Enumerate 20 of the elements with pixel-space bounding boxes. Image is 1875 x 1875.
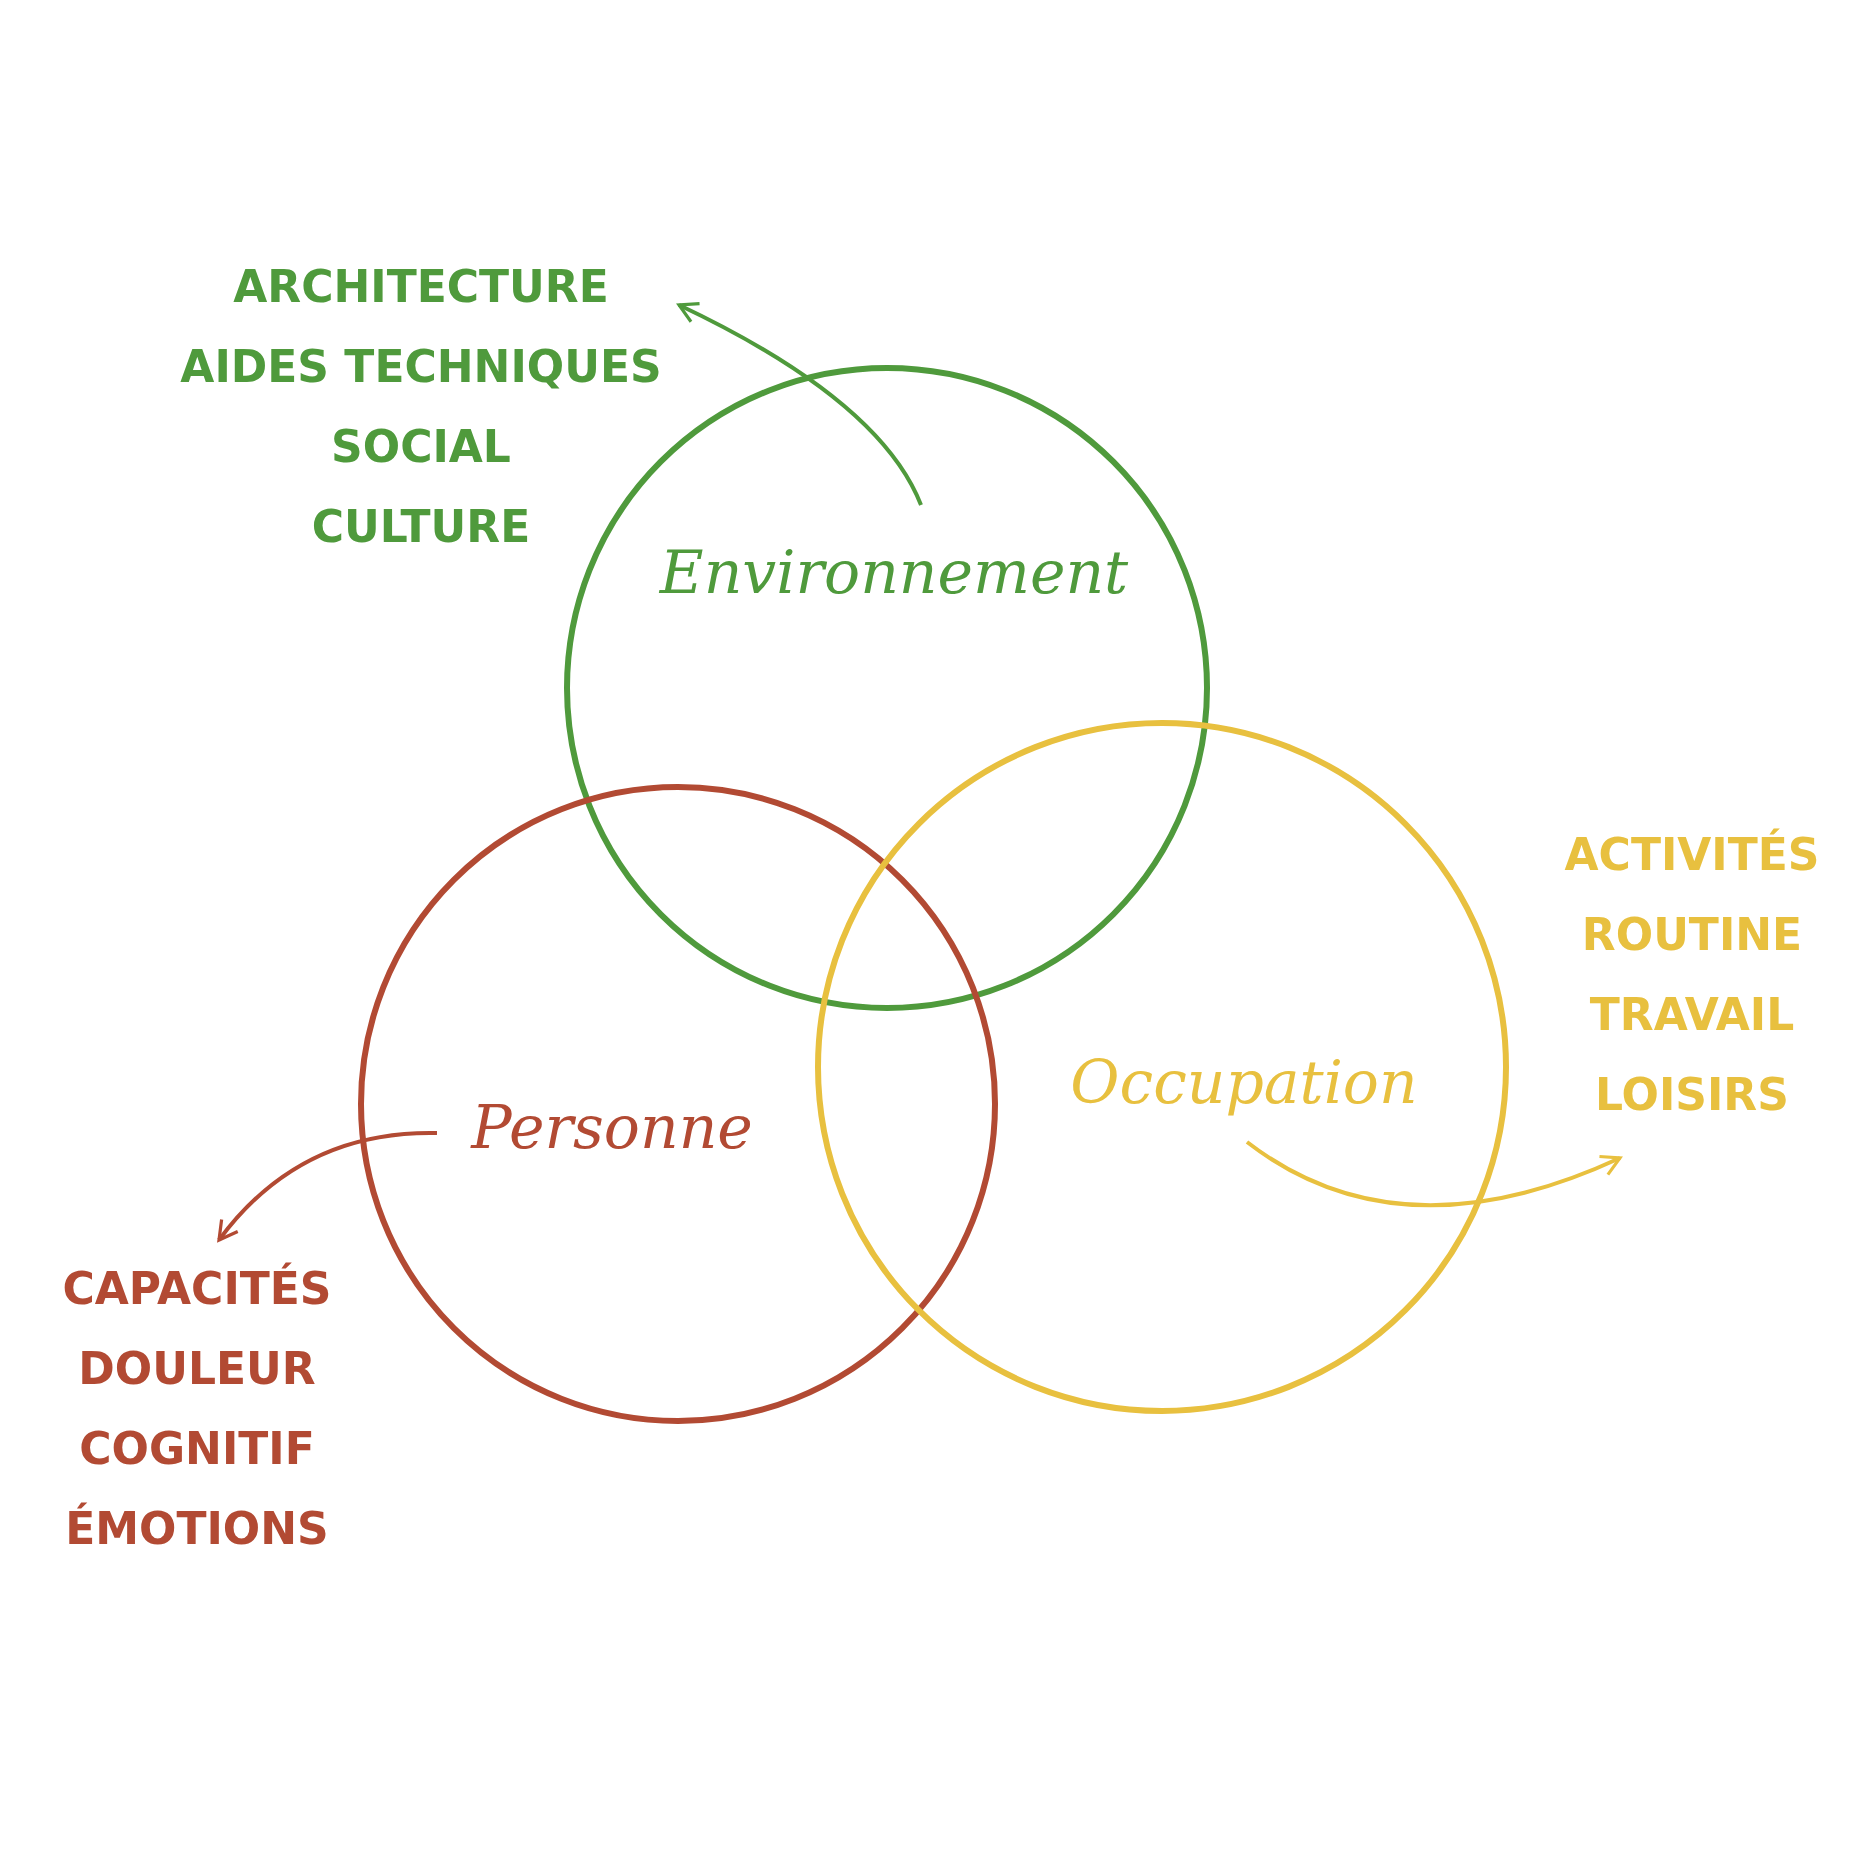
circle-title: Environnement xyxy=(659,537,1129,607)
list-item: ÉMOTIONS xyxy=(65,1501,329,1556)
list-item: SOCIAL xyxy=(331,420,511,474)
arrow xyxy=(217,1131,438,1242)
list-item: DOULEUR xyxy=(78,1342,316,1396)
list-item: CAPACITÉS xyxy=(62,1261,332,1316)
list-item: ACTIVITÉS xyxy=(1564,827,1820,882)
list-item: AIDES TECHNIQUES xyxy=(180,340,662,394)
list-item: ARCHITECTURE xyxy=(233,260,609,314)
list-item: LOISIRS xyxy=(1595,1068,1789,1122)
venn-circle xyxy=(358,784,998,1424)
arrow xyxy=(677,302,923,506)
arrow xyxy=(1245,1140,1622,1207)
venn-circle xyxy=(815,720,1509,1414)
circle-title: Personne xyxy=(471,1092,753,1162)
list-item: TRAVAIL xyxy=(1589,988,1795,1042)
list-item: ROUTINE xyxy=(1581,908,1803,962)
list-item: CULTURE xyxy=(311,500,531,554)
list-item: COGNITIF xyxy=(79,1422,315,1476)
circle-title: Occupation xyxy=(1070,1047,1418,1117)
